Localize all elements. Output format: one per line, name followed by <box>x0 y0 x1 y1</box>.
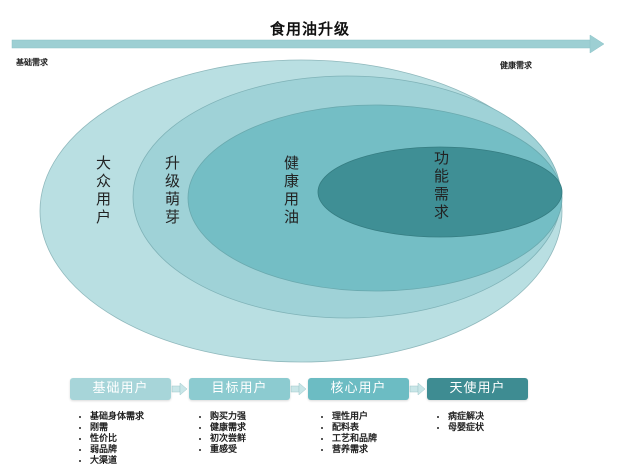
stage-core-users: 核心用户 <box>308 378 409 400</box>
bullet-item: 购买力强 <box>210 412 246 423</box>
ellipse-label-healthy-oil: 健康用油 <box>282 155 300 227</box>
stage-arrow-icon <box>171 382 188 396</box>
bullet-item: 初次尝鲜 <box>210 434 246 445</box>
ellipse-functional-needs <box>317 146 563 238</box>
bullet-list-target-users: 购买力强 健康需求 初次尝鲜 重感受 <box>192 412 246 456</box>
bullet-list-basic-users: 基础身体需求 刚需 性价比 弱品牌 大渠道 <box>72 412 144 467</box>
bullet-list-core-users: 理性用户 配料表 工艺和品牌 营养需求 <box>314 412 377 456</box>
stage-arrow-icon <box>290 382 307 396</box>
axis-left-label: 基础需求 <box>16 58 48 67</box>
bullet-item: 弱品牌 <box>90 445 144 456</box>
stage-angel-users: 天使用户 <box>427 378 528 400</box>
stage-arrow-icon <box>409 382 426 396</box>
bullet-item: 营养需求 <box>332 445 377 456</box>
bullet-item: 配料表 <box>332 423 377 434</box>
bullet-item: 大渠道 <box>90 456 144 467</box>
bullet-list-angel-users: 病症解决 母婴症状 <box>430 412 484 434</box>
bullet-item: 重感受 <box>210 445 246 456</box>
diagram-title: 食用油升级 <box>269 20 350 38</box>
stage-basic-users: 基础用户 <box>70 378 171 400</box>
bullet-item: 病症解决 <box>448 412 484 423</box>
bullet-item: 刚需 <box>90 423 144 434</box>
bullet-item: 性价比 <box>90 434 144 445</box>
ellipse-label-upgrade-sprout: 升级萌芽 <box>163 155 181 227</box>
bullet-item: 健康需求 <box>210 423 246 434</box>
bullet-item: 母婴症状 <box>448 423 484 434</box>
bullet-item: 基础身体需求 <box>90 412 144 423</box>
progression-arrow <box>11 34 605 54</box>
bullet-item: 理性用户 <box>332 412 377 423</box>
ellipse-label-functional-needs: 功能需求 <box>432 150 450 222</box>
ellipse-label-mass-users: 大众用户 <box>94 155 112 227</box>
axis-right-label: 健康需求 <box>500 61 532 70</box>
bullet-item: 工艺和品牌 <box>332 434 377 445</box>
stage-target-users: 目标用户 <box>189 378 290 400</box>
